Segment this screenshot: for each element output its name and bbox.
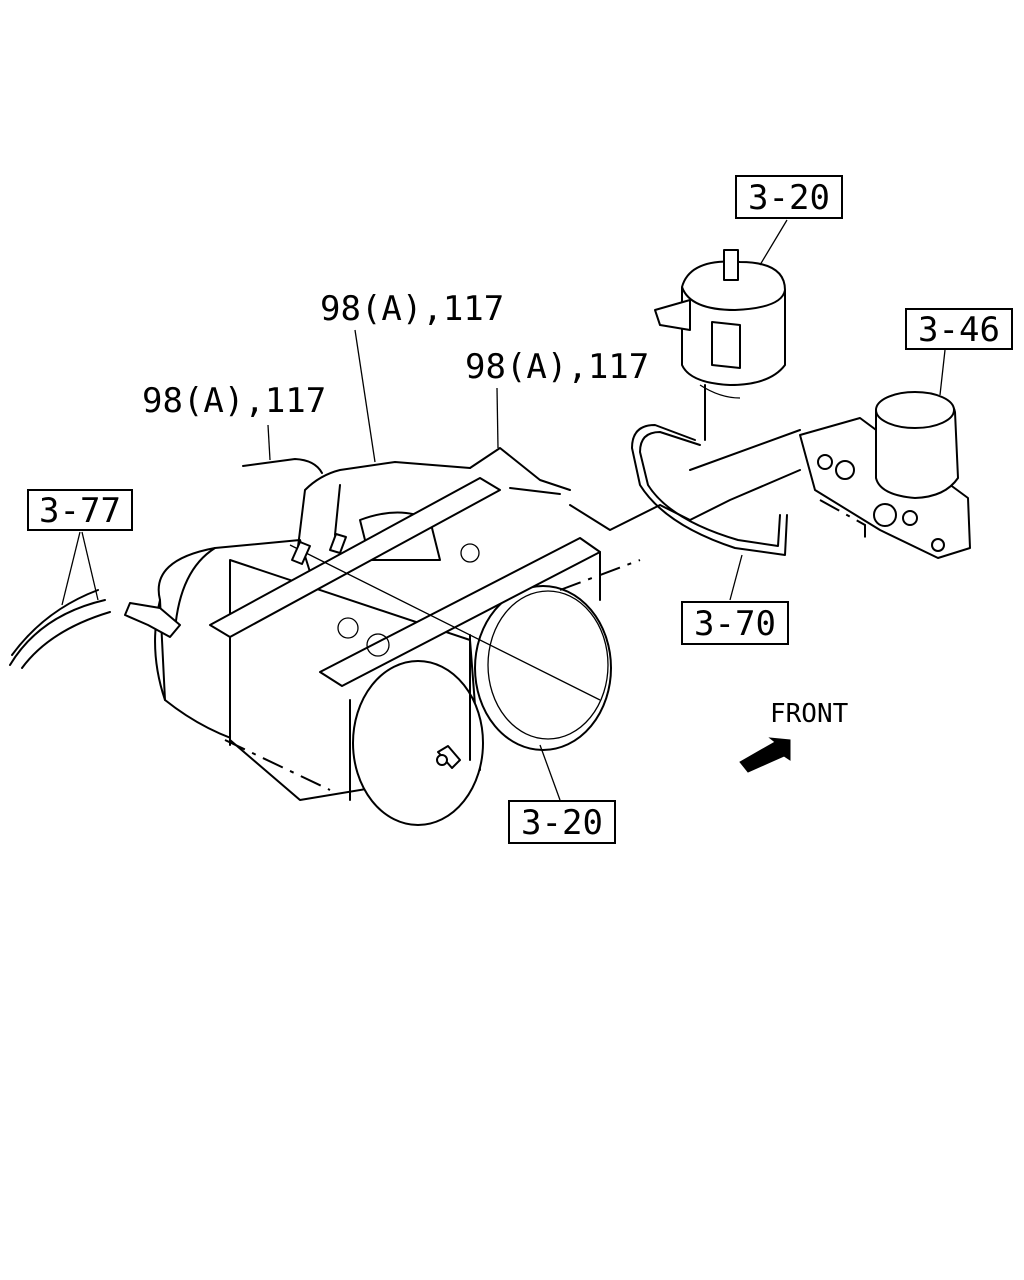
callout-3-20-upper: 3-20: [735, 175, 843, 219]
callout-label: 3-20: [521, 803, 603, 843]
hose-3-70: [631, 424, 788, 556]
callout-label: 3-77: [39, 491, 121, 531]
hose-set-3-77: [9, 589, 181, 669]
callout-3-20-lower: 3-20: [508, 800, 616, 844]
front-arrow-icon: [739, 737, 791, 773]
callout-label: 3-70: [694, 604, 776, 644]
leader-lines: [61, 219, 946, 801]
callout-label: 3-20: [748, 178, 830, 218]
callout-3-70: 3-70: [681, 601, 789, 645]
upper-air-tank: [654, 249, 786, 441]
frame-brackets: [209, 477, 601, 801]
front-label: FRONT: [770, 699, 849, 729]
callout-3-46: 3-46: [905, 308, 1013, 350]
hose-lines: [242, 429, 801, 565]
part-label: 98(A),117: [465, 347, 649, 387]
air-dryer-assembly: [799, 391, 971, 559]
part-label: 98(A),117: [142, 381, 326, 421]
callout-3-77: 3-77: [27, 489, 133, 531]
callout-label: 3-46: [918, 310, 1000, 350]
part-label: 98(A),117: [320, 289, 504, 329]
